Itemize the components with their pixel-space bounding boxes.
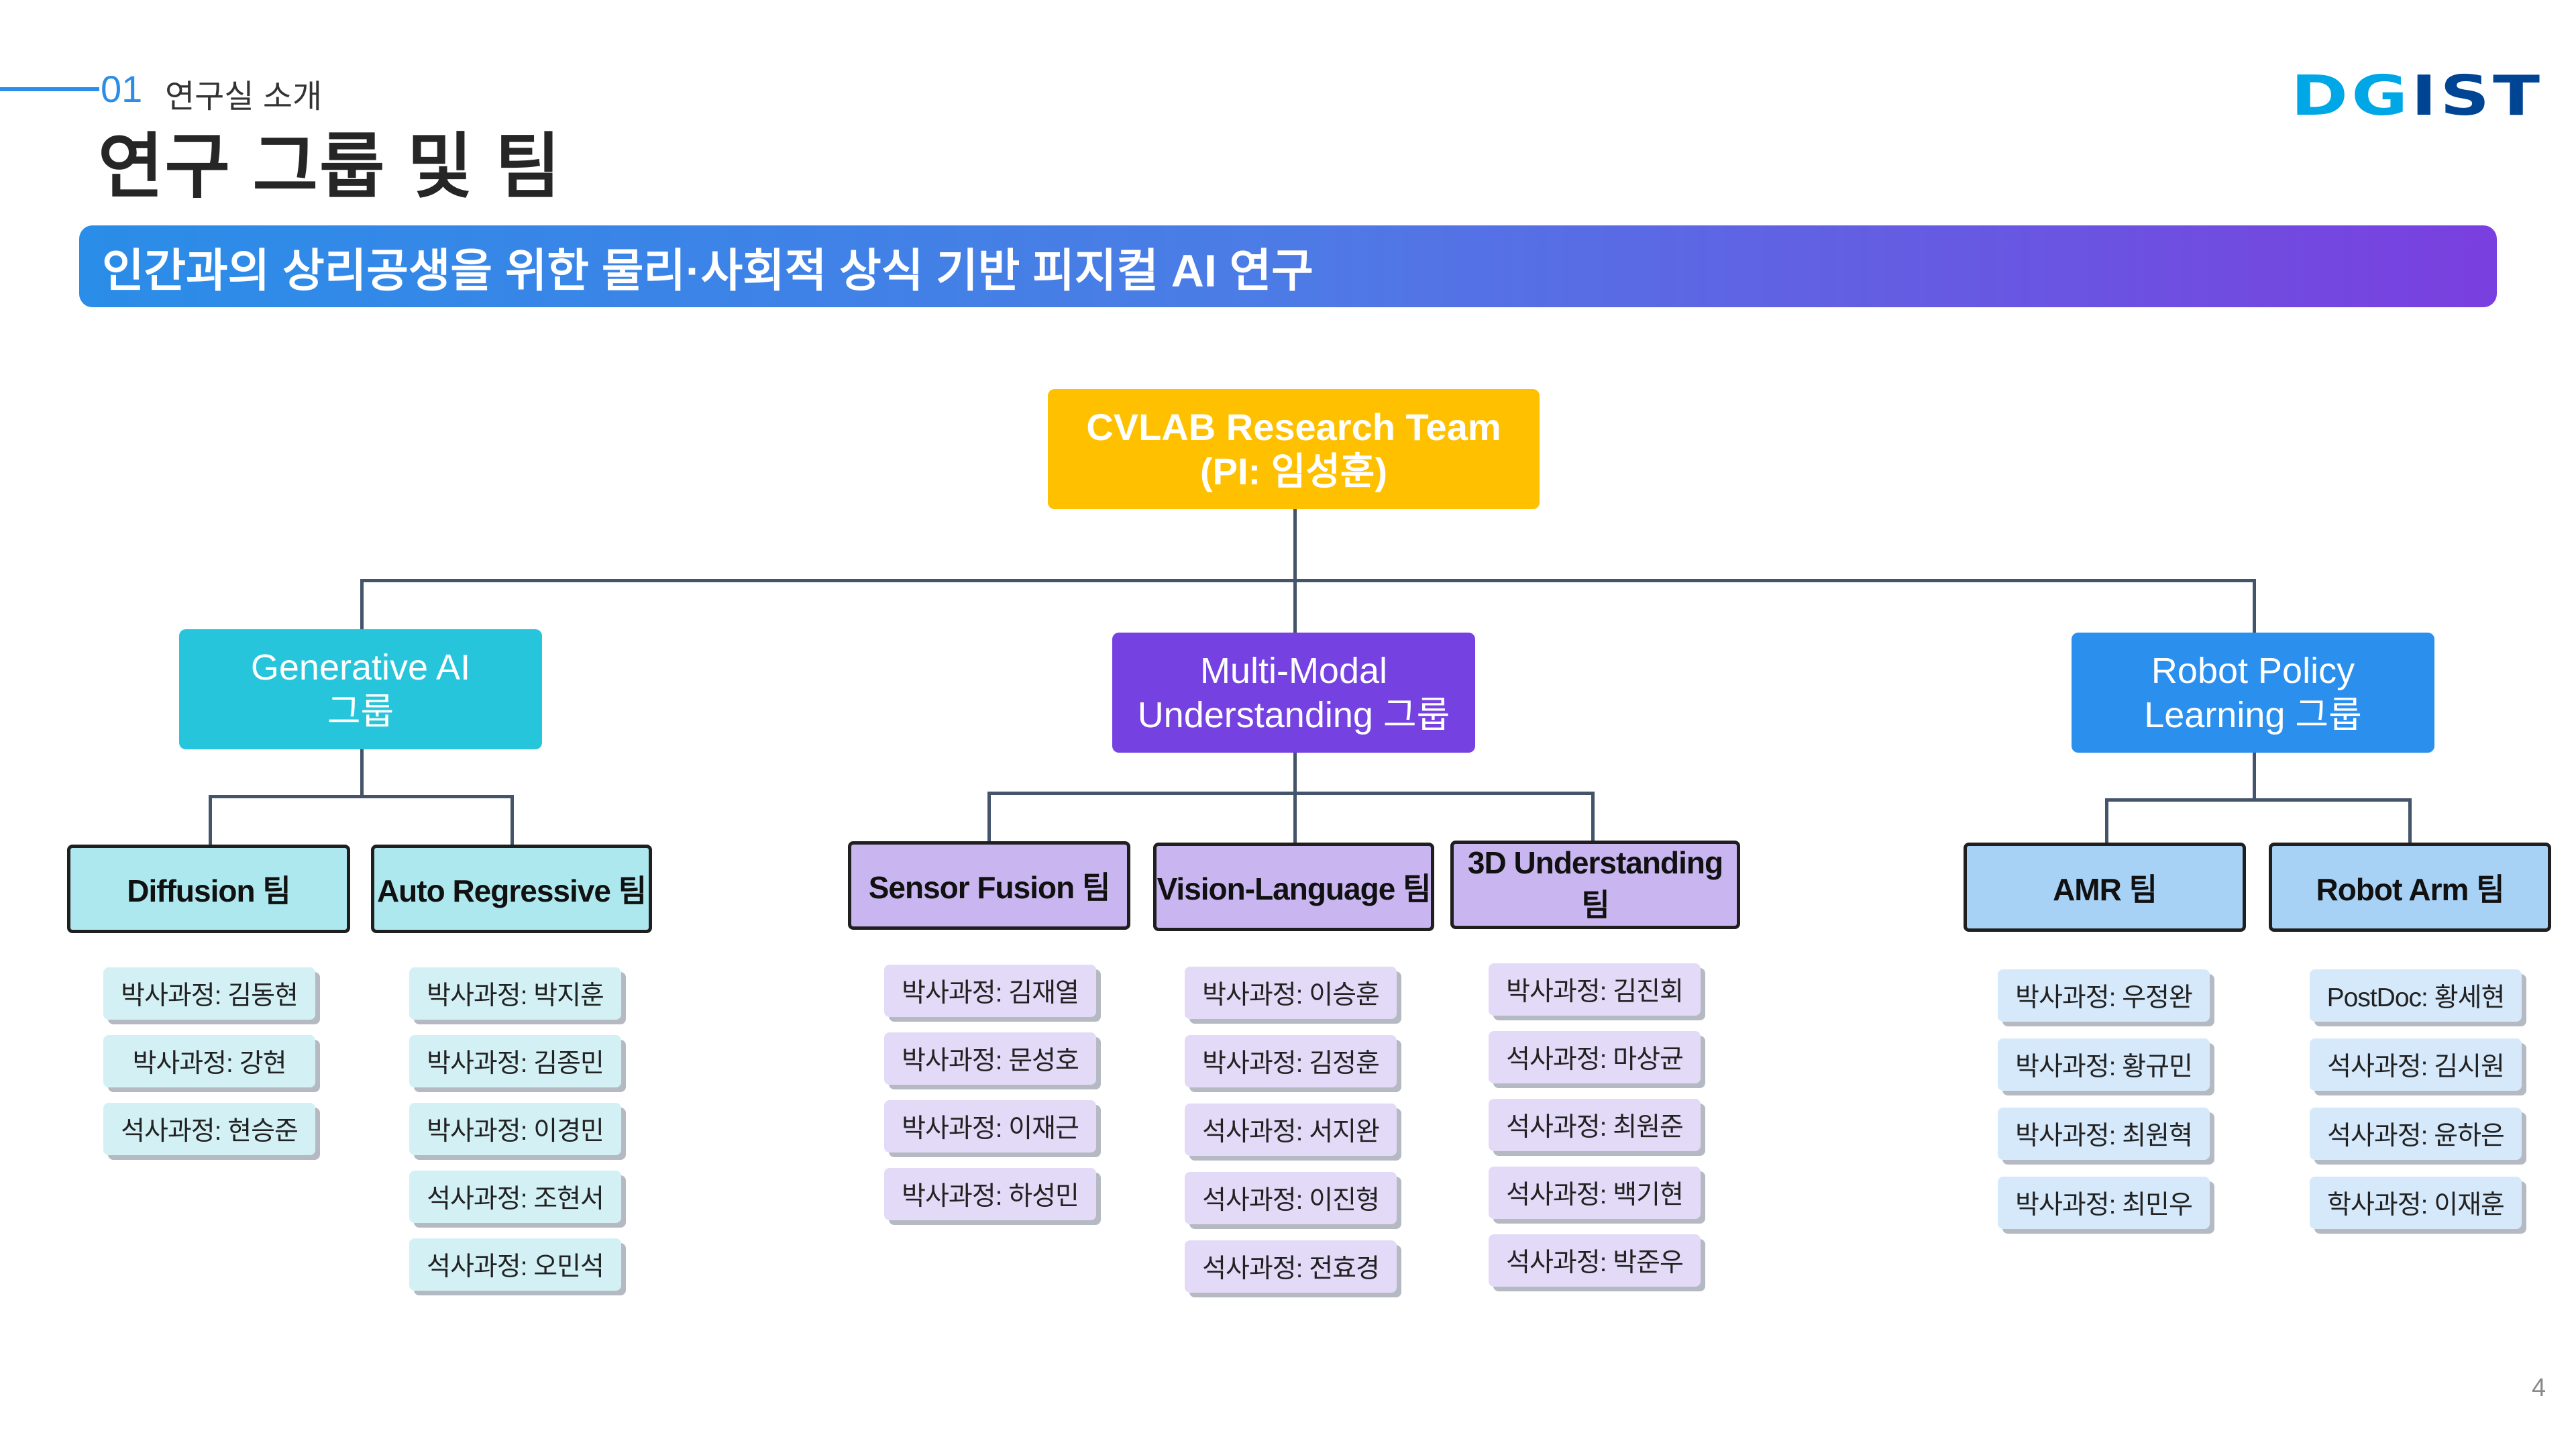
member-card: 박사과정: 김종민: [409, 1035, 621, 1087]
member-card: 석사과정: 현승준: [103, 1103, 315, 1155]
connector: [2253, 579, 2256, 633]
member-card: PostDoc: 황세현: [2310, 969, 2522, 1022]
member-card: 학사과정: 이재훈: [2310, 1177, 2522, 1229]
connector: [2105, 798, 2412, 802]
team-auto-regressive: Auto Regressive 팀: [371, 845, 652, 933]
member-card: 석사과정: 서지완: [1185, 1104, 1397, 1156]
root-node-cvlab: CVLAB Research Team (PI: 임성훈): [1048, 389, 1540, 509]
member-card: 박사과정: 문성호: [884, 1032, 1096, 1085]
connector: [987, 792, 1595, 795]
member-card: 박사과정: 박지훈: [409, 967, 621, 1020]
member-card: 석사과정: 오민석: [409, 1238, 621, 1291]
connector: [987, 792, 991, 843]
connector: [1293, 753, 1297, 843]
connector: [209, 795, 212, 845]
logo-part-ist: IST: [2411, 64, 2544, 128]
member-card: 박사과정: 김동현: [103, 967, 315, 1020]
group-generative-ai: Generative AI 그룹: [179, 629, 542, 749]
member-card: 박사과정: 우정완: [1998, 969, 2210, 1022]
member-card: 박사과정: 최민우: [1998, 1177, 2210, 1229]
logo-part-dg: DG: [2291, 64, 2412, 128]
team-amr: AMR 팀: [1964, 843, 2246, 932]
member-card: 박사과정: 이재근: [884, 1100, 1096, 1152]
member-card: 석사과정: 윤하은: [2310, 1108, 2522, 1160]
connector: [2408, 798, 2412, 844]
page-number: 4: [2532, 1374, 2546, 1402]
connector: [2253, 753, 2256, 800]
member-card: 석사과정: 전효경: [1185, 1240, 1397, 1293]
member-card: 박사과정: 김진회: [1489, 963, 1701, 1016]
section-rule: [0, 87, 99, 91]
team-3d-understanding: 3D Understanding 팀: [1450, 841, 1740, 929]
section-number: 01: [101, 68, 143, 110]
connector: [360, 579, 2256, 582]
connector: [2105, 798, 2108, 844]
group-robot-policy: Robot Policy Learning 그룹: [2072, 633, 2434, 753]
dgist-logo: DGIST: [2291, 64, 2543, 128]
member-card: 박사과정: 김정훈: [1185, 1035, 1397, 1087]
member-card: 박사과정: 김재열: [884, 965, 1096, 1017]
research-banner: 인간과의 상리공생을 위한 물리·사회적 상식 기반 피지컬 AI 연구: [79, 225, 2497, 307]
team-robot-arm: Robot Arm 팀: [2269, 843, 2551, 932]
banner-text: 인간과의 상리공생을 위한 물리·사회적 상식 기반 피지컬 AI 연구: [102, 245, 1313, 297]
member-card: 박사과정: 이경민: [409, 1103, 621, 1155]
group-subtitle: Learning 그룹: [2144, 694, 2362, 735]
root-pi: (PI: 임성훈): [1200, 449, 1387, 492]
root-title: CVLAB Research Team: [1086, 405, 1501, 448]
connector: [1591, 792, 1595, 843]
member-card: 석사과정: 최원준: [1489, 1099, 1701, 1151]
member-card: 석사과정: 조현서: [409, 1171, 621, 1223]
page-title: 연구 그룹 및 팀: [98, 127, 562, 207]
member-card: 박사과정: 황규민: [1998, 1038, 2210, 1091]
member-card: 석사과정: 마상균: [1489, 1031, 1701, 1083]
member-card: 석사과정: 백기현: [1489, 1167, 1701, 1219]
member-card: 박사과정: 이승훈: [1185, 967, 1397, 1019]
section-label: 연구실 소개: [165, 79, 323, 115]
team-diffusion: Diffusion 팀: [67, 845, 350, 933]
connector: [511, 795, 514, 845]
group-subtitle: 그룹: [327, 691, 394, 732]
member-card: 박사과정: 최원혁: [1998, 1108, 2210, 1160]
group-title: Multi-Modal: [1199, 650, 1388, 691]
connector: [1293, 509, 1297, 634]
group-title: Generative AI: [250, 647, 471, 688]
group-title: Robot Policy: [2151, 650, 2355, 691]
member-card: 석사과정: 박준우: [1489, 1234, 1701, 1287]
member-card: 석사과정: 김시원: [2310, 1038, 2522, 1091]
team-vision-language: Vision-Language 팀: [1153, 843, 1434, 931]
member-card: 석사과정: 이진형: [1185, 1172, 1397, 1224]
connector: [360, 749, 364, 796]
team-sensor-fusion: Sensor Fusion 팀: [848, 841, 1130, 930]
group-subtitle: Understanding 그룹: [1137, 694, 1450, 735]
connector: [360, 579, 364, 630]
member-card: 박사과정: 강현: [103, 1035, 315, 1087]
connector: [209, 795, 514, 798]
member-card: 박사과정: 하성민: [884, 1168, 1096, 1220]
group-multi-modal: Multi-Modal Understanding 그룹: [1112, 633, 1475, 753]
